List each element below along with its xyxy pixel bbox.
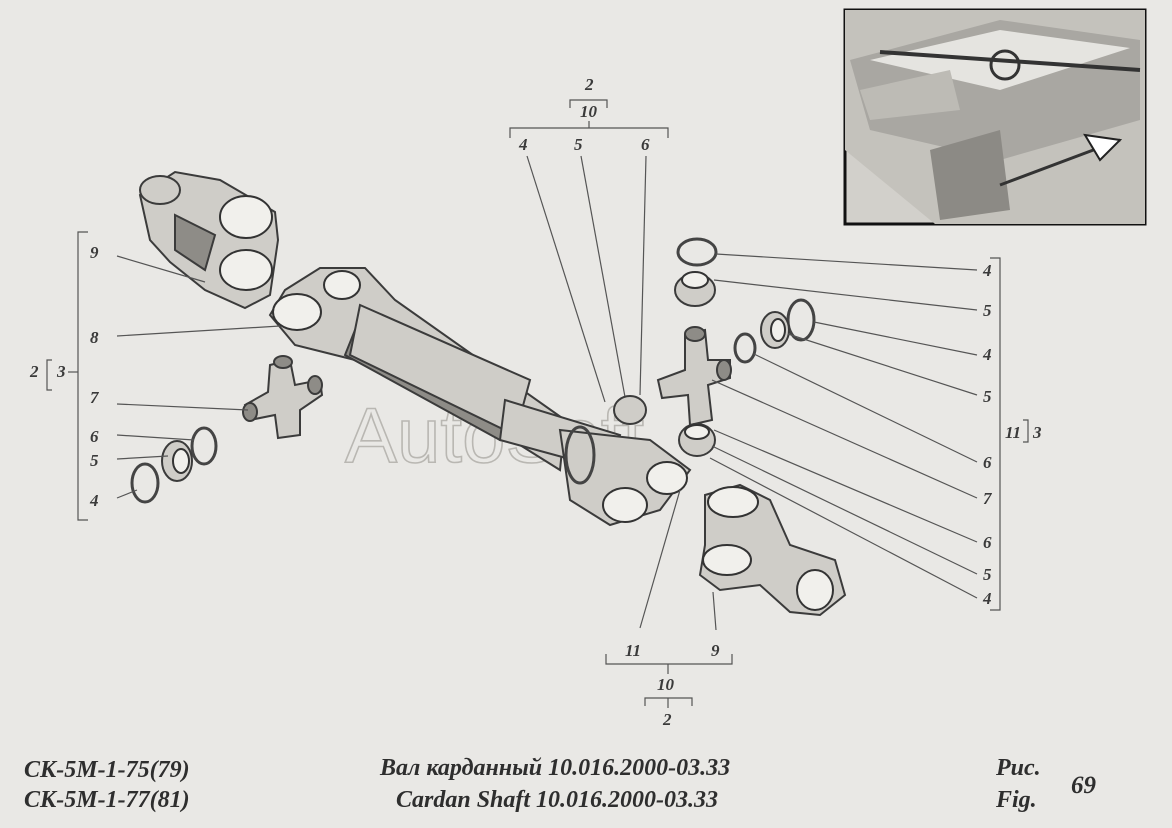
- label-left-part-4: 4: [89, 491, 99, 510]
- label-bottom-part-9: 9: [711, 641, 720, 660]
- bottom-yoke: [698, 483, 847, 617]
- label-right-part-5b: 5: [983, 387, 992, 406]
- right-cross: [656, 326, 732, 427]
- label-left-subassembly: 3: [56, 362, 66, 381]
- shaft-assembly: [268, 267, 692, 527]
- inset-photo: [843, 8, 1147, 226]
- label-right-part-4a: 4: [982, 261, 992, 280]
- label-left-part-8: 8: [90, 328, 99, 347]
- right-bearing-set: [613, 237, 816, 457]
- label-bottom-subassembly: 10: [657, 675, 675, 694]
- callout-right-group: 11 3 4 5 4 5 6 7 6 5 4: [709, 253, 1042, 611]
- label-left-part-6: 6: [90, 427, 99, 446]
- label-bottom-assembly: 2: [662, 710, 672, 729]
- label-left-assembly: 2: [29, 362, 39, 381]
- label-right-assembly: 3: [1032, 423, 1042, 442]
- label-right-part-6b: 6: [983, 533, 992, 552]
- label-left-part-9: 9: [90, 243, 99, 262]
- label-right-part-5a: 5: [983, 301, 992, 320]
- label-top-assembly: 2: [584, 75, 594, 94]
- label-right-subassembly: 11: [1005, 423, 1021, 442]
- label-right-part-6a: 6: [983, 453, 992, 472]
- callout-bottom-group: 11 9 10 2: [605, 489, 733, 729]
- label-right-part-5c: 5: [983, 565, 992, 584]
- label-right-part-4b: 4: [982, 345, 992, 364]
- label-top-part-5: 5: [574, 135, 583, 154]
- label-top-part-6: 6: [641, 135, 650, 154]
- figure-number: 69: [1071, 772, 1096, 799]
- figure-label-russian: Рис.: [996, 755, 1041, 781]
- label-left-part-5: 5: [90, 451, 99, 470]
- label-top-part-4: 4: [518, 135, 528, 154]
- left-bearing-set: [130, 426, 218, 504]
- callout-left-group: 2 3 9 8 7 6 5 4: [29, 231, 281, 521]
- model-code-2: СК-5М-1-77(81): [24, 787, 190, 813]
- label-left-part-7: 7: [90, 388, 100, 407]
- label-right-part-7: 7: [983, 489, 993, 508]
- label-bottom-part-11: 11: [625, 641, 641, 660]
- title-russian: Вал карданный 10.016.2000-03.33: [380, 755, 731, 781]
- callout-top-group: 2 10 4 5 6: [509, 75, 669, 403]
- label-top-subassembly: 10: [580, 102, 598, 121]
- left-cross: [242, 355, 324, 440]
- label-right-part-4c: 4: [982, 589, 992, 608]
- model-code-1: СК-5М-1-75(79): [24, 757, 190, 783]
- left-yoke: [138, 170, 280, 310]
- title-english: Cardan Shaft 10.016.2000-03.33: [396, 787, 719, 813]
- figure-label-english: Fig.: [996, 787, 1037, 813]
